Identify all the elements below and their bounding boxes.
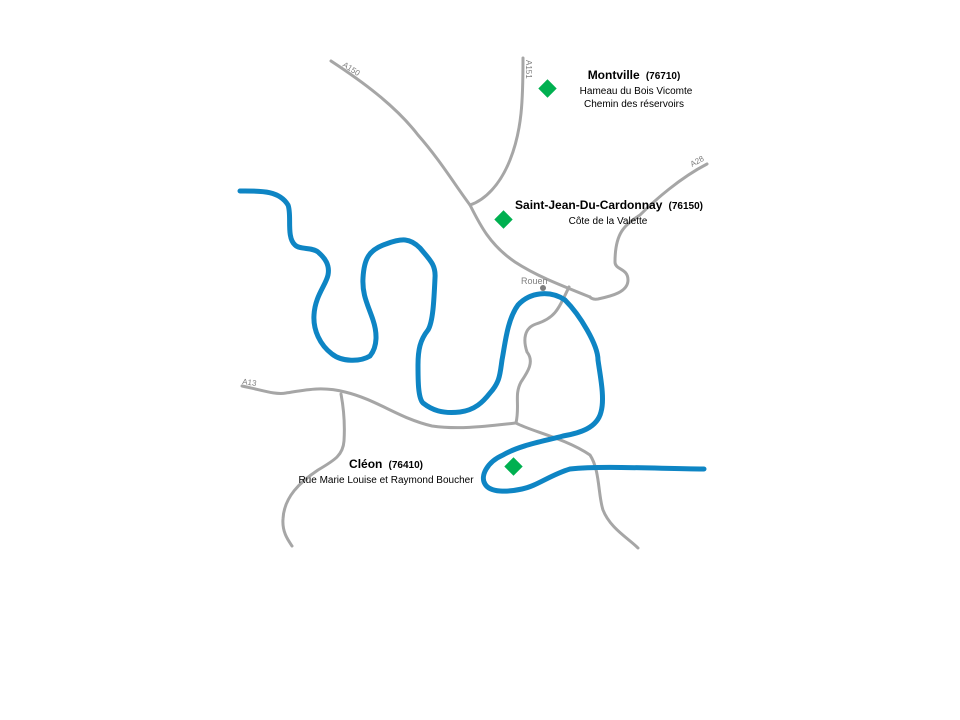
river-seine [237,188,707,494]
site-address-line: Rue Marie Louise et Raymond Boucher [298,475,474,486]
city-rouen: Rouen [521,276,548,291]
site-address-line: Chemin des réservoirs [584,99,684,110]
site-code: (76710) [643,71,680,82]
site-label-saint-jean-du-cardonnay: Saint-Jean-Du-Cardonnay (76150) Côte de … [515,198,703,227]
svg-text:Cléon (76410): Cléon (76410) [349,457,423,471]
road-a13 [240,384,518,430]
site-code: (76150) [666,201,703,212]
road-cleon-west [281,392,346,548]
roads [240,56,709,550]
dot-icon [540,285,546,291]
site-name: Montville [588,68,640,82]
site-address-line: Hameau du Bois Vicomte [580,86,693,97]
green-diamond-icon [494,210,513,229]
road-rouen-south [514,285,640,550]
city-label: Rouen [521,276,548,286]
green-diamond-icon [538,79,557,98]
svg-text:Saint-Jean-Du-Cardonnay: Saint-Jean-Du-Cardonnay (76150) [515,198,703,212]
site-name: Saint-Jean-Du-Cardonnay [515,198,663,212]
green-diamond-icon [504,457,523,476]
site-label-cleon: Cléon (76410) Rue Marie Louise et Raymon… [298,457,474,486]
site-address-line: Côte de la Valette [569,216,648,227]
road-label-a151: A151 [524,60,533,79]
road-a28 [588,162,709,301]
site-code: (76410) [386,460,423,471]
svg-text:Montville (76710): Montville (76710) [588,68,681,82]
road-label-a13: A13 [242,377,258,388]
road-rouen-north [468,203,592,299]
site-markers [494,79,557,476]
road-a150 [329,59,472,207]
site-name: Cléon [349,457,382,471]
site-label-montville: Montville (76710) Hameau du Bois Vicomte… [580,68,693,110]
road-a151 [468,56,525,207]
